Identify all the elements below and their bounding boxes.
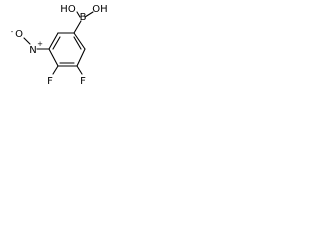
ring-bond [76,48,86,67]
nitro-oxygen-charge: - [11,28,14,36]
ring-to-boron-bond [73,20,82,34]
boron-to-hydroxyl-right-bond [84,11,94,18]
ring-to-fluorine-left-bond [52,65,59,75]
boron-to-hydroxyl-left-bond [76,11,81,18]
ring-double-bond [73,36,82,50]
benzene-ring [48,32,86,67]
structure-diagram: HO OH B O - N + F F [11,4,108,87]
nitro-nitrogen-charge: + [37,40,43,48]
ring-to-fluorine-right-bond [76,65,83,75]
ring-double-bond [52,36,61,50]
hydroxyl-left-label: HO [60,4,76,15]
ring-bond [73,32,86,50]
fluorine-right-label: F [80,76,86,87]
ring-bond [48,48,59,67]
ring-bond [48,32,59,50]
nitro-to-oxygen-bond [23,37,31,45]
nitro-nitrogen-label: N [29,45,36,56]
fluorine-left-label: F [47,76,53,87]
nitro-oxygen-label: O [15,29,23,40]
hydroxyl-right-label: OH [92,4,107,15]
boron-label: B [80,12,87,23]
